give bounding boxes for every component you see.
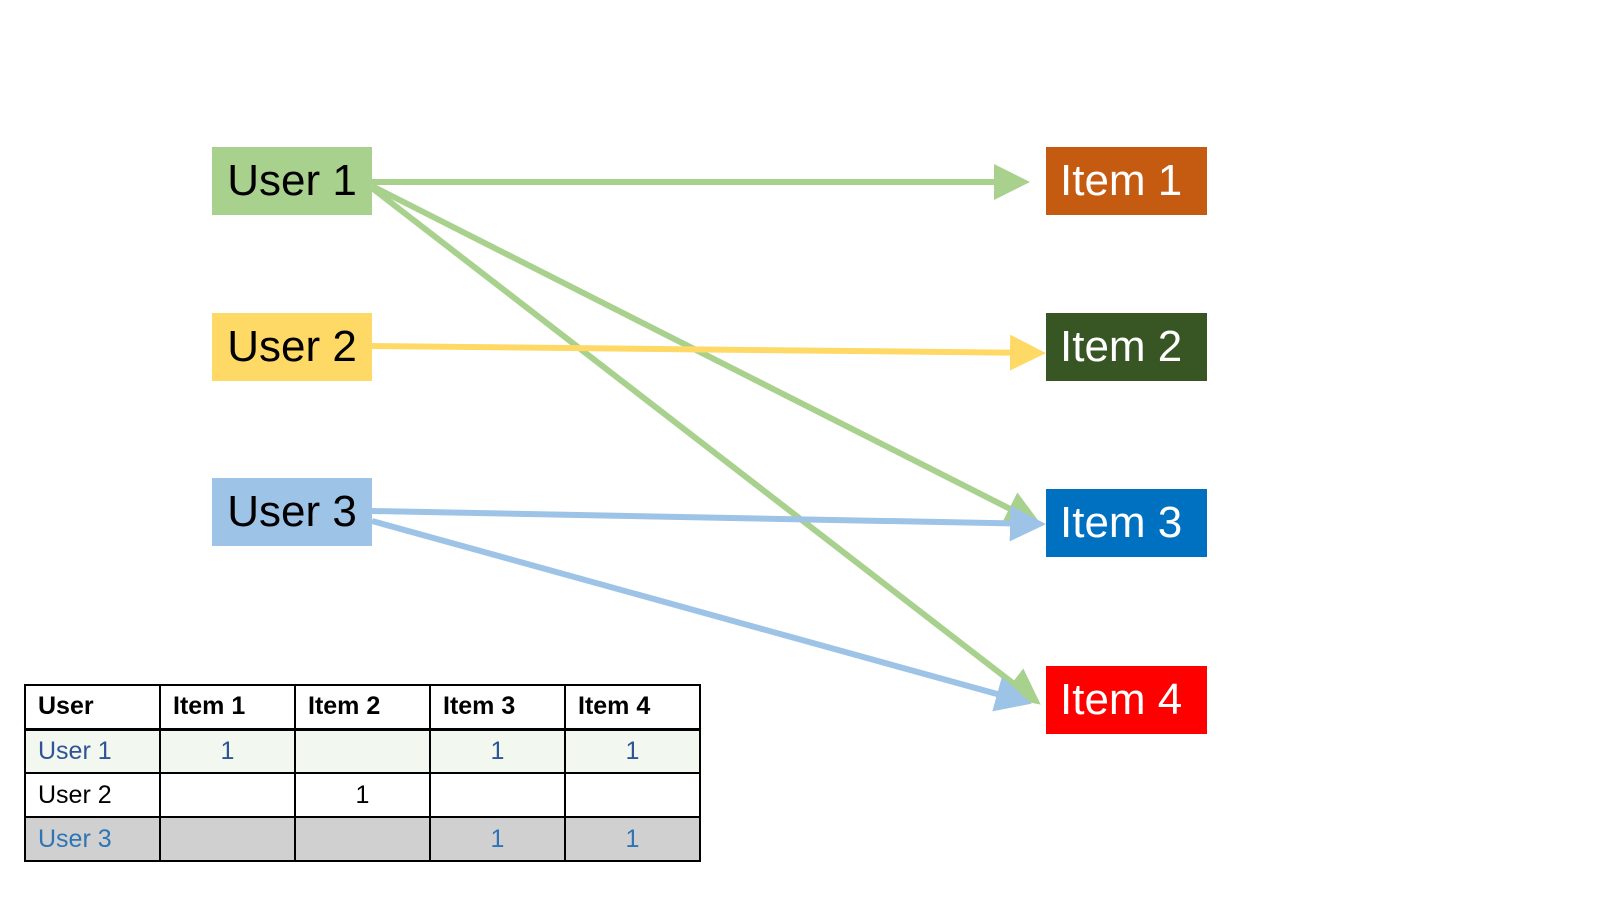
user-2-node: User 2 (212, 313, 372, 381)
user-1-node: User 1 (212, 147, 372, 215)
header-user: User (24, 684, 161, 731)
table-cell (564, 772, 701, 818)
table-cell: 1 (564, 816, 701, 862)
row-user-label: User 1 (24, 728, 161, 774)
table-cell (429, 772, 566, 818)
user-3-node: User 3 (212, 478, 372, 546)
item-4-node: Item 4 (1046, 666, 1207, 734)
table-cell: 1 (429, 728, 566, 774)
header-item-2: Item 2 (294, 684, 431, 731)
item-1-node: Item 1 (1046, 147, 1207, 215)
arrow-user2-item2 (371, 334, 1046, 371)
table-cell: 1 (564, 728, 701, 774)
table-cell: 1 (429, 816, 566, 862)
arrow-user1-item4 (370, 185, 1041, 705)
user-item-matrix: User Item 1 Item 2 Item 3 Item 4 User 1 … (24, 684, 701, 862)
table-cell (159, 772, 296, 818)
arrow-user1-item3 (370, 183, 1042, 525)
table-cell: 1 (294, 772, 431, 818)
arrow-user3-item4 (371, 518, 1032, 712)
arrow-user3-item3 (371, 505, 1046, 542)
table-cell (159, 816, 296, 862)
item-2-node: Item 2 (1046, 313, 1207, 381)
table-row: User 2 1 (24, 772, 701, 818)
table-header-row: User Item 1 Item 2 Item 3 Item 4 (24, 684, 701, 731)
table-cell: 1 (159, 728, 296, 774)
table-cell (294, 816, 431, 862)
table-row: User 3 1 1 (24, 816, 701, 862)
item-3-node: Item 3 (1046, 489, 1207, 557)
header-item-1: Item 1 (159, 684, 296, 731)
row-user-label: User 3 (24, 816, 161, 862)
header-item-3: Item 3 (429, 684, 566, 731)
table-cell (294, 728, 431, 774)
row-user-label: User 2 (24, 772, 161, 818)
header-item-4: Item 4 (564, 684, 701, 731)
table-row: User 1 1 1 1 (24, 728, 701, 774)
